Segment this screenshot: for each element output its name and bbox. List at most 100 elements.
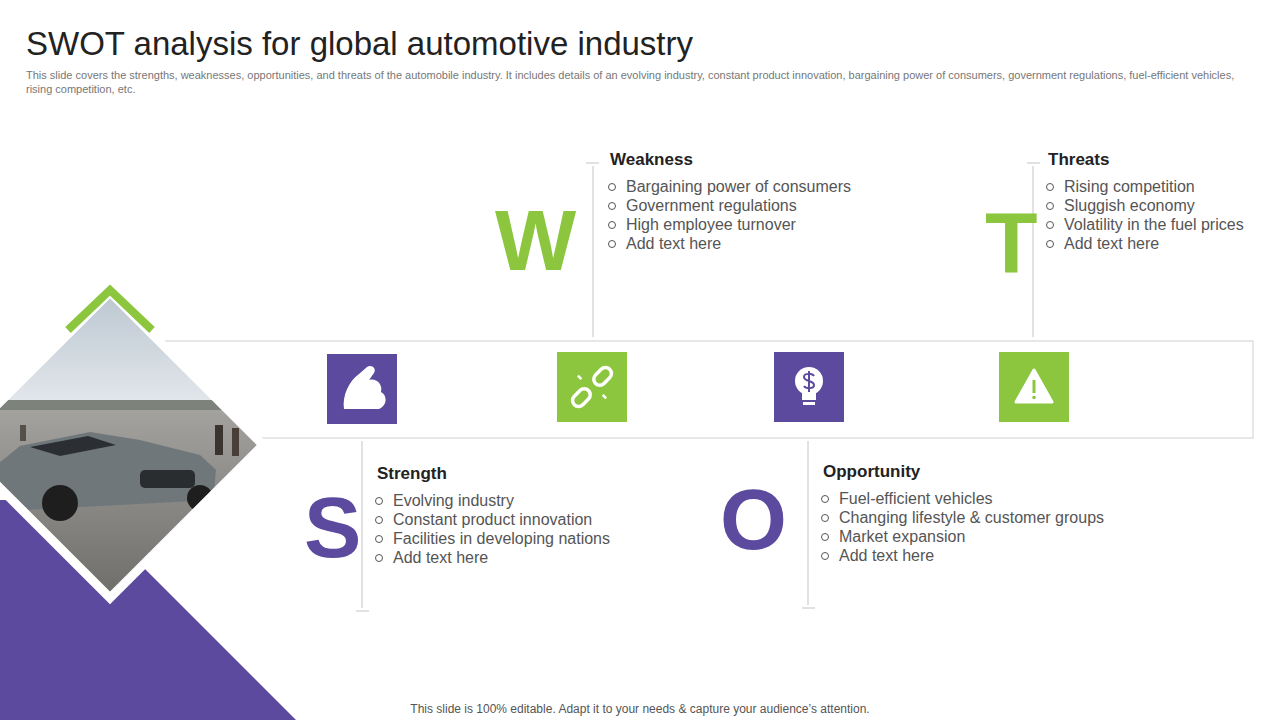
warning-mark (1032, 396, 1036, 400)
bullet-text: Add text here (393, 548, 488, 567)
threat-icon-tile (999, 352, 1069, 422)
warning-icon (1016, 370, 1052, 402)
strength-icon-tile (327, 354, 397, 424)
bullet-circle (608, 221, 616, 229)
chain-spark (603, 395, 607, 399)
bullet-item: Sluggish economy (1046, 196, 1244, 215)
leader-line (362, 441, 363, 608)
leader-tick (1027, 163, 1040, 164)
icon-band (152, 341, 1253, 438)
bullet-item: Bargaining power of consumers (608, 177, 851, 196)
bullet-item: High employee turnover (608, 215, 851, 234)
footer-note: This slide is 100% editable. Adapt it to… (0, 702, 1280, 716)
leader-line (808, 441, 809, 605)
bulb-icon (795, 367, 823, 395)
section-heading: Strength (375, 464, 610, 484)
section-heading: Weakness (608, 150, 851, 170)
bullet-text: Rising competition (1064, 177, 1195, 196)
bullet-item: Market expansion (821, 527, 1104, 546)
photo-sky (0, 285, 270, 415)
bullet-text: High employee turnover (626, 215, 796, 234)
bullet-item: Changing lifestyle & customer groups (821, 508, 1104, 527)
bullet-circle (821, 552, 829, 560)
bullet-circle (821, 533, 829, 541)
bullet-circle (608, 183, 616, 191)
bullet-item: Add text here (821, 546, 1104, 565)
photo-person (215, 425, 223, 455)
photo-frame (0, 292, 263, 598)
swot-section: OpportunityFuel-efficient vehiclesChangi… (821, 462, 1104, 565)
bullet-circle (375, 516, 383, 524)
leader-line (593, 166, 594, 337)
bullet-circle (1046, 240, 1054, 248)
swot-section: WeaknessBargaining power of consumersGov… (608, 150, 851, 253)
swot-letter: T (985, 199, 1038, 285)
swot-letter: S (304, 484, 361, 570)
leader-tick (586, 163, 599, 164)
bullet-list: Rising competitionSluggish economyVolati… (1046, 177, 1244, 253)
bullet-item: Fuel-efficient vehicles (821, 489, 1104, 508)
section-heading: Opportunity (821, 462, 1104, 482)
photo-car (0, 432, 216, 512)
bullet-list: Bargaining power of consumersGovernment … (608, 177, 851, 253)
bullet-text: Changing lifestyle & customer groups (839, 508, 1104, 527)
weakness-icon-tile (557, 352, 627, 422)
section-heading: Threats (1046, 150, 1244, 170)
dollar-symbol (804, 371, 814, 392)
bullet-circle (1046, 221, 1054, 229)
bullet-item: Add text here (608, 234, 851, 253)
bullet-item: Volatility in the fuel prices (1046, 215, 1244, 234)
bullet-text: Government regulations (626, 196, 797, 215)
leader-tick (356, 611, 369, 612)
bullet-text: Sluggish economy (1064, 196, 1195, 215)
leader-tick (802, 608, 815, 609)
swot-letter: W (495, 197, 576, 283)
bullet-item: Rising competition (1046, 177, 1244, 196)
bullet-text: Facilities in developing nations (393, 529, 610, 548)
bullet-circle (375, 554, 383, 562)
bulb-base (803, 402, 815, 405)
bullet-text: Add text here (626, 234, 721, 253)
car-photo (0, 285, 270, 605)
arm-icon (344, 366, 386, 409)
bullet-list: Evolving industryConstant product innova… (375, 491, 610, 567)
bullet-circle (1046, 202, 1054, 210)
bullet-text: Fuel-efficient vehicles (839, 489, 993, 508)
warning-mark (1033, 380, 1036, 393)
bulb-base (802, 393, 816, 400)
bullet-item: Evolving industry (375, 491, 610, 510)
photo-car-grille (140, 470, 195, 488)
bullet-circle (375, 497, 383, 505)
photo-person (232, 428, 239, 456)
bullet-item: Constant product innovation (375, 510, 610, 529)
bullet-circle (375, 535, 383, 543)
swot-section: StrengthEvolving industryConstant produc… (375, 464, 610, 567)
photo-car-window (30, 436, 116, 456)
bullet-circle (821, 514, 829, 522)
bullet-list: Fuel-efficient vehiclesChanging lifestyl… (821, 489, 1104, 565)
bullet-item: Government regulations (608, 196, 851, 215)
chain-link (591, 365, 614, 388)
bullet-text: Evolving industry (393, 491, 514, 510)
bullet-text: Volatility in the fuel prices (1064, 215, 1244, 234)
chain-link (570, 386, 593, 409)
bullet-circle (1046, 183, 1054, 191)
bullet-item: Facilities in developing nations (375, 529, 610, 548)
bullet-item: Add text here (1046, 234, 1244, 253)
opportunity-icon-tile (774, 352, 844, 422)
slide-title: SWOT analysis for global automotive indu… (26, 24, 693, 64)
swot-letter: O (720, 476, 787, 562)
bullet-text: Bargaining power of consumers (626, 177, 851, 196)
photo-person (20, 425, 26, 441)
bullet-item: Add text here (375, 548, 610, 567)
slide-subtitle: This slide covers the strengths, weaknes… (26, 68, 1256, 96)
bullet-circle (821, 495, 829, 503)
green-chevron (68, 290, 152, 330)
bullet-text: Constant product innovation (393, 510, 592, 529)
bullet-circle (608, 202, 616, 210)
bullet-text: Add text here (839, 546, 934, 565)
bullet-text: Add text here (1064, 234, 1159, 253)
bullet-circle (608, 240, 616, 248)
